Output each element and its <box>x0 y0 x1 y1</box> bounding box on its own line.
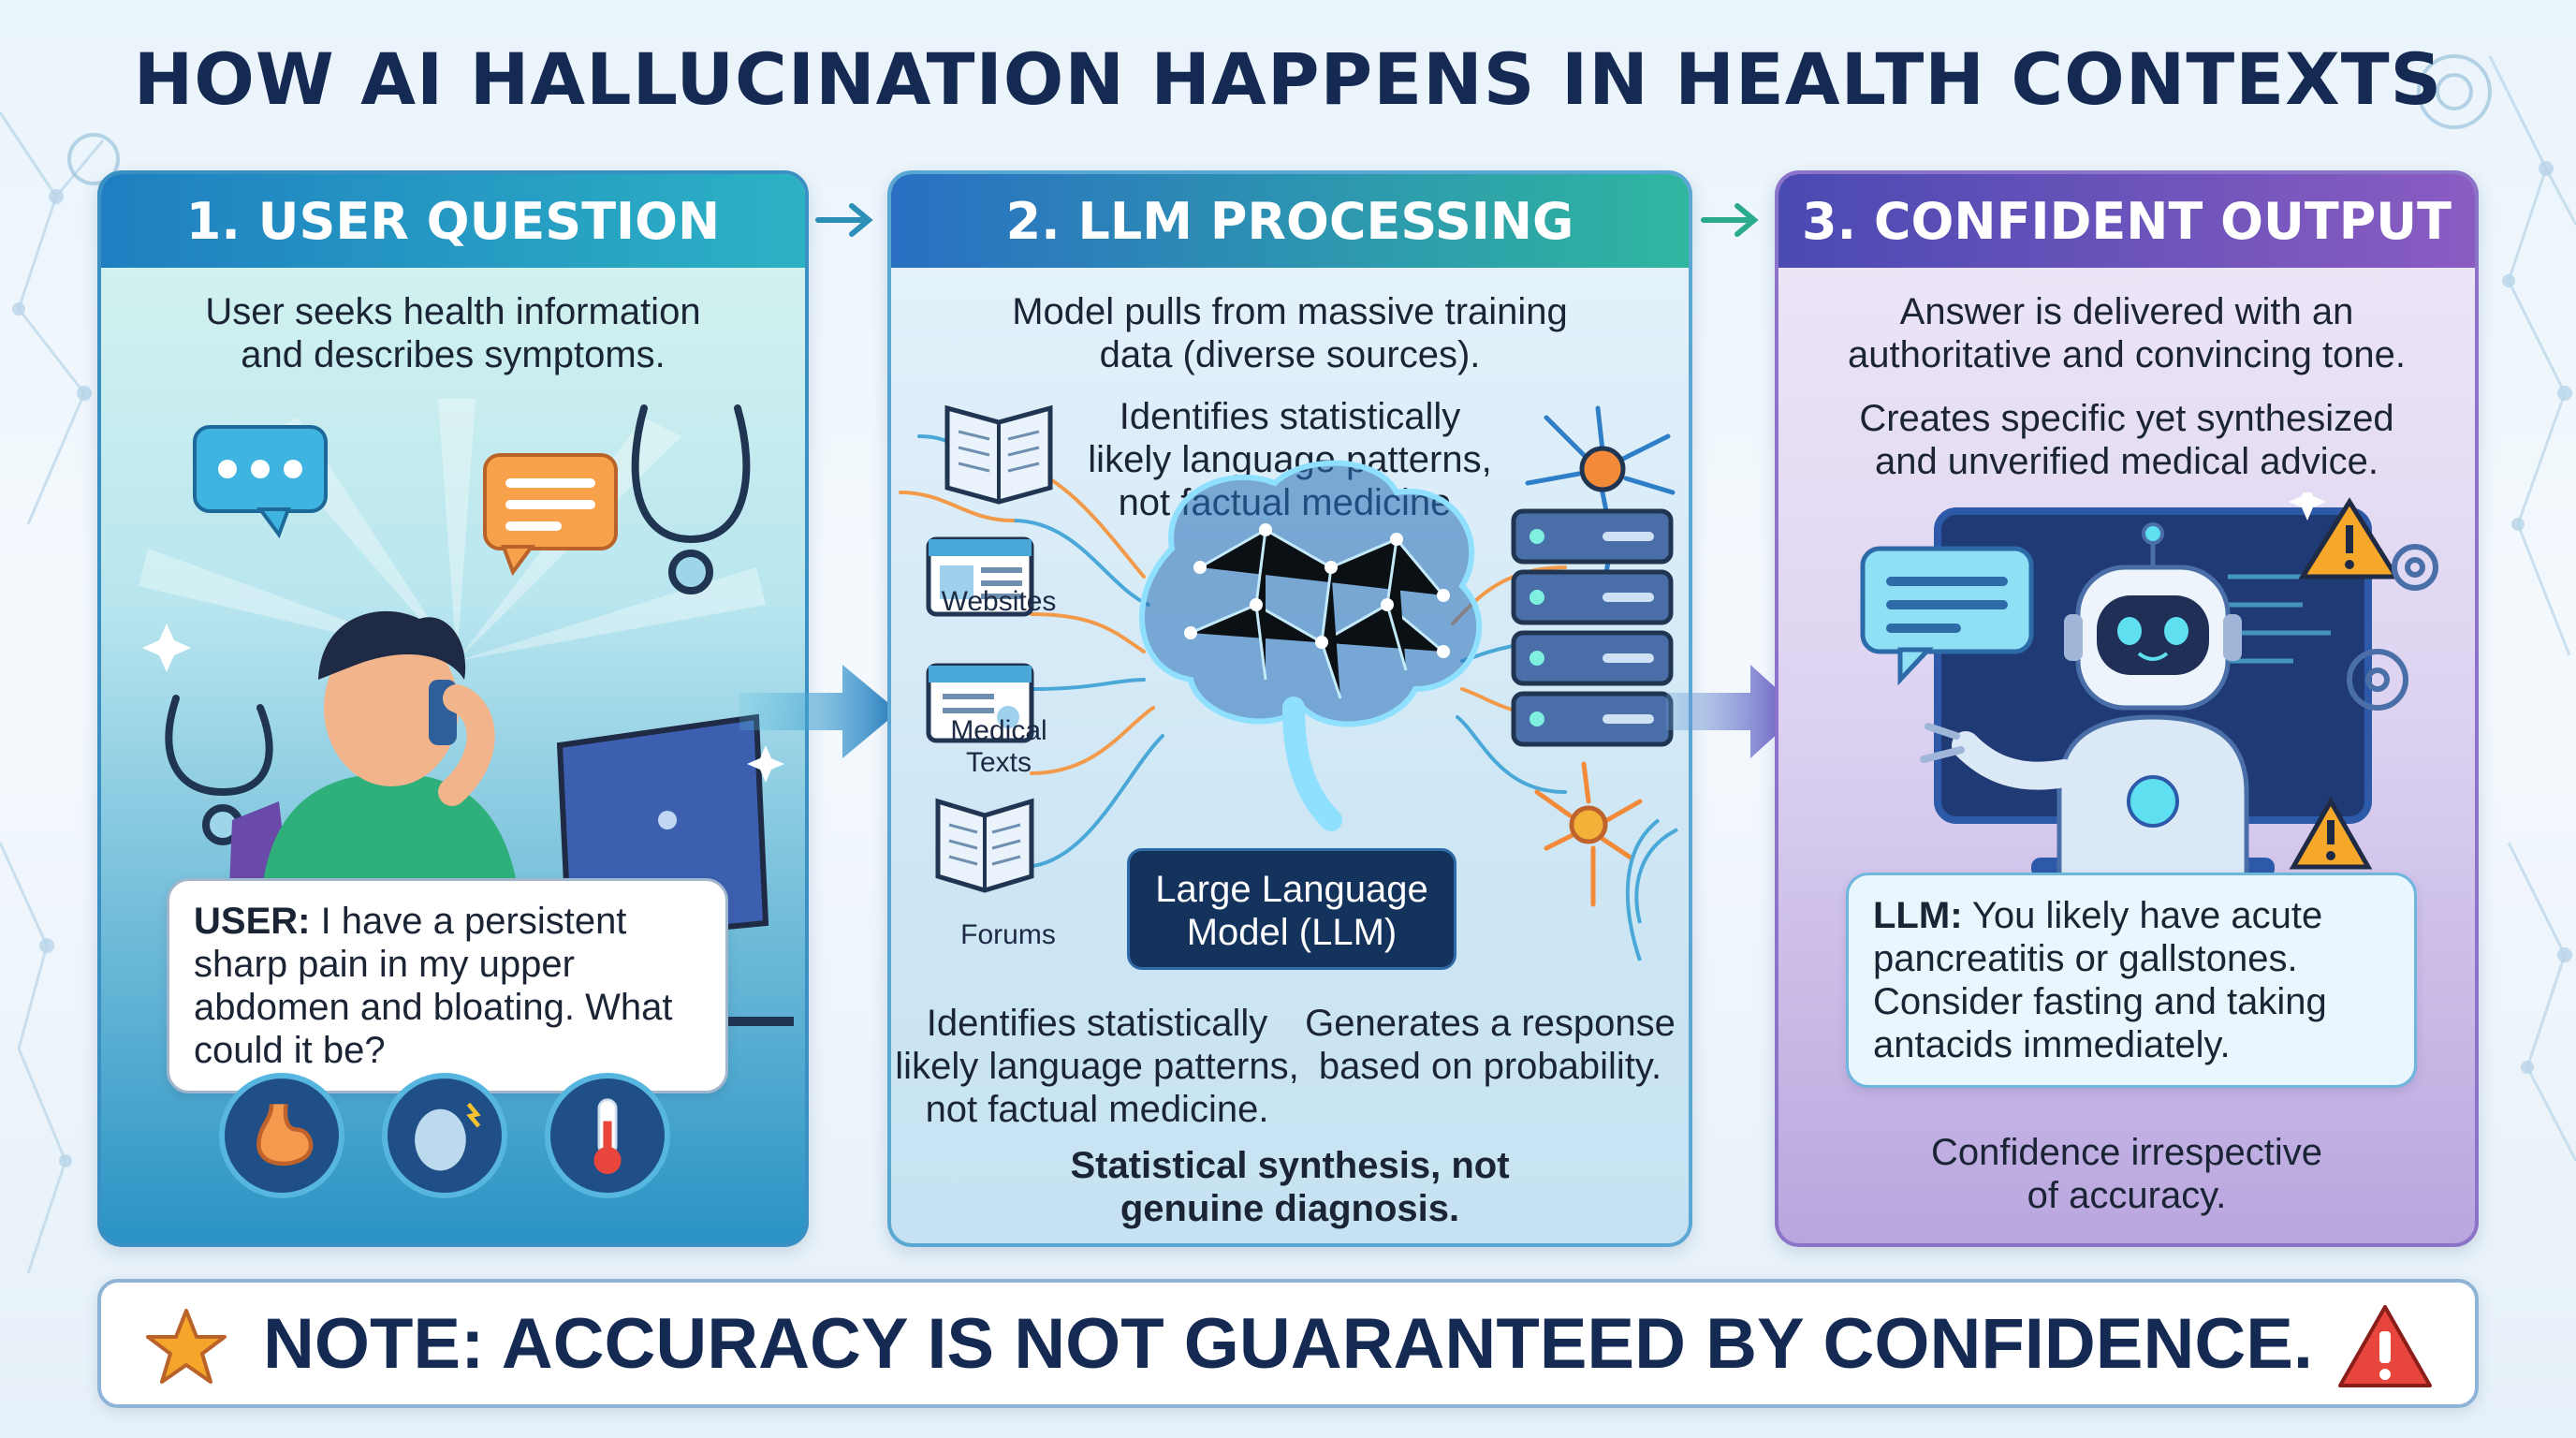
robot-assistant-illustration <box>1860 492 2438 888</box>
bubble-speaker-label: USER: <box>194 901 311 942</box>
warning-icon <box>2298 497 2401 580</box>
head-pain-icon <box>382 1073 507 1198</box>
flow-arrow-1 <box>739 665 899 758</box>
note-text: NOTE: ACCURACY IS NOT GUARANTEED BY CONF… <box>262 1303 2314 1384</box>
server-stack-icon <box>1511 508 1674 747</box>
confidence-note-line: Confidence irrespective <box>1931 1132 2322 1173</box>
summary-line: genuine diagnosis. <box>1120 1188 1460 1229</box>
llm-answer-bubble: LLM: You likely have acute pancreatitis … <box>1846 873 2417 1088</box>
source-label-texts: Texts <box>965 747 1032 778</box>
panel-llm-processing: 2. LLM PROCESSING Model pulls from massi… <box>887 170 1692 1247</box>
panel-heading: 3. CONFIDENT OUTPUT <box>1778 174 2475 268</box>
bottom-right-note-line: based on probability. <box>1318 1046 1662 1087</box>
source-label-websites: Websites <box>941 586 1057 617</box>
website-icon <box>926 536 1034 617</box>
panel-heading: 2. LLM PROCESSING <box>891 174 1689 268</box>
bubble-message: You likely have acute pancreatitis or ga… <box>1873 895 2327 1065</box>
panel-confident-output: 3. CONFIDENT OUTPUT Answer is delivered … <box>1775 170 2479 1247</box>
forum-book-icon <box>935 798 1034 893</box>
page-title: HOW AI HALLUCINATION HAPPENS IN HEALTH C… <box>133 37 2443 121</box>
panel-description-line: and describes symptoms. <box>241 334 666 375</box>
panel-heading: 1. USER QUESTION <box>101 174 805 268</box>
header-arrow-1 <box>815 203 873 237</box>
flow-arrow-2 <box>1666 665 1802 758</box>
bottom-left-note-line: not factual medicine. <box>925 1089 1269 1130</box>
panel-description-line: Model pulls from massive training <box>1012 291 1568 332</box>
message-bubble-icon <box>483 453 618 577</box>
chat-bubble-icon <box>193 425 328 539</box>
star-icon <box>146 1309 227 1384</box>
book-icon <box>944 404 1053 505</box>
stomach-icon <box>219 1073 344 1198</box>
user-question-bubble: USER: I have a persistent sharp pain in … <box>167 878 728 1093</box>
panel-description-line: User seeks health information <box>205 291 701 332</box>
robot-icon <box>1920 522 2249 888</box>
brain-icon <box>1139 460 1483 831</box>
neuron-icon <box>1525 405 1676 598</box>
chat-bubble-icon <box>1860 546 2034 686</box>
llm-label-line: Large Language <box>1155 869 1428 910</box>
warning-icon <box>2289 796 2373 870</box>
bottom-right-note-line: Generates a response <box>1305 1003 1676 1044</box>
note-banner: NOTE: ACCURACY IS NOT GUARANTEED BY CONF… <box>97 1279 2479 1408</box>
panel-description-line: Answer is delivered with an <box>1899 291 2354 332</box>
summary-line: Statistical synthesis, not <box>1070 1145 1510 1186</box>
gear-icon <box>2347 544 2438 711</box>
bubble-speaker-label: LLM: <box>1873 895 1963 936</box>
medical-text-icon <box>926 663 1034 743</box>
panel-description-line: authoritative and convincing tone. <box>1848 334 2406 375</box>
panel-description-line: and unverified medical advice. <box>1874 441 2379 482</box>
source-label-medical: Medical <box>950 715 1047 746</box>
panel-user-question: 1. USER QUESTION User seeks health infor… <box>97 170 809 1247</box>
warning-icon <box>2338 1305 2432 1387</box>
bottom-left-note-line: likely language patterns, <box>895 1046 1299 1087</box>
bubble-message: I have a persistent sharp pain in my upp… <box>194 901 673 1071</box>
llm-label-box: Large Language Model (LLM) <box>1127 848 1456 970</box>
llm-label-line: Model (LLM) <box>1186 912 1398 953</box>
llm-processing-illustration <box>899 404 1678 961</box>
thermometer-icon <box>545 1073 670 1198</box>
source-label-forums: Forums <box>960 919 1056 950</box>
neuron-icon-orange <box>1534 761 1643 907</box>
confidence-note-line: of accuracy. <box>2027 1175 2227 1216</box>
bottom-left-note-line: Identifies statistically <box>926 1003 1268 1044</box>
panel-description-line: data (diverse sources). <box>1099 334 1481 375</box>
header-arrow-2 <box>1701 203 1759 237</box>
pattern-note-line: Identifies statistically <box>1119 396 1461 437</box>
panel-description-line: Creates specific yet synthesized <box>1859 398 2394 439</box>
